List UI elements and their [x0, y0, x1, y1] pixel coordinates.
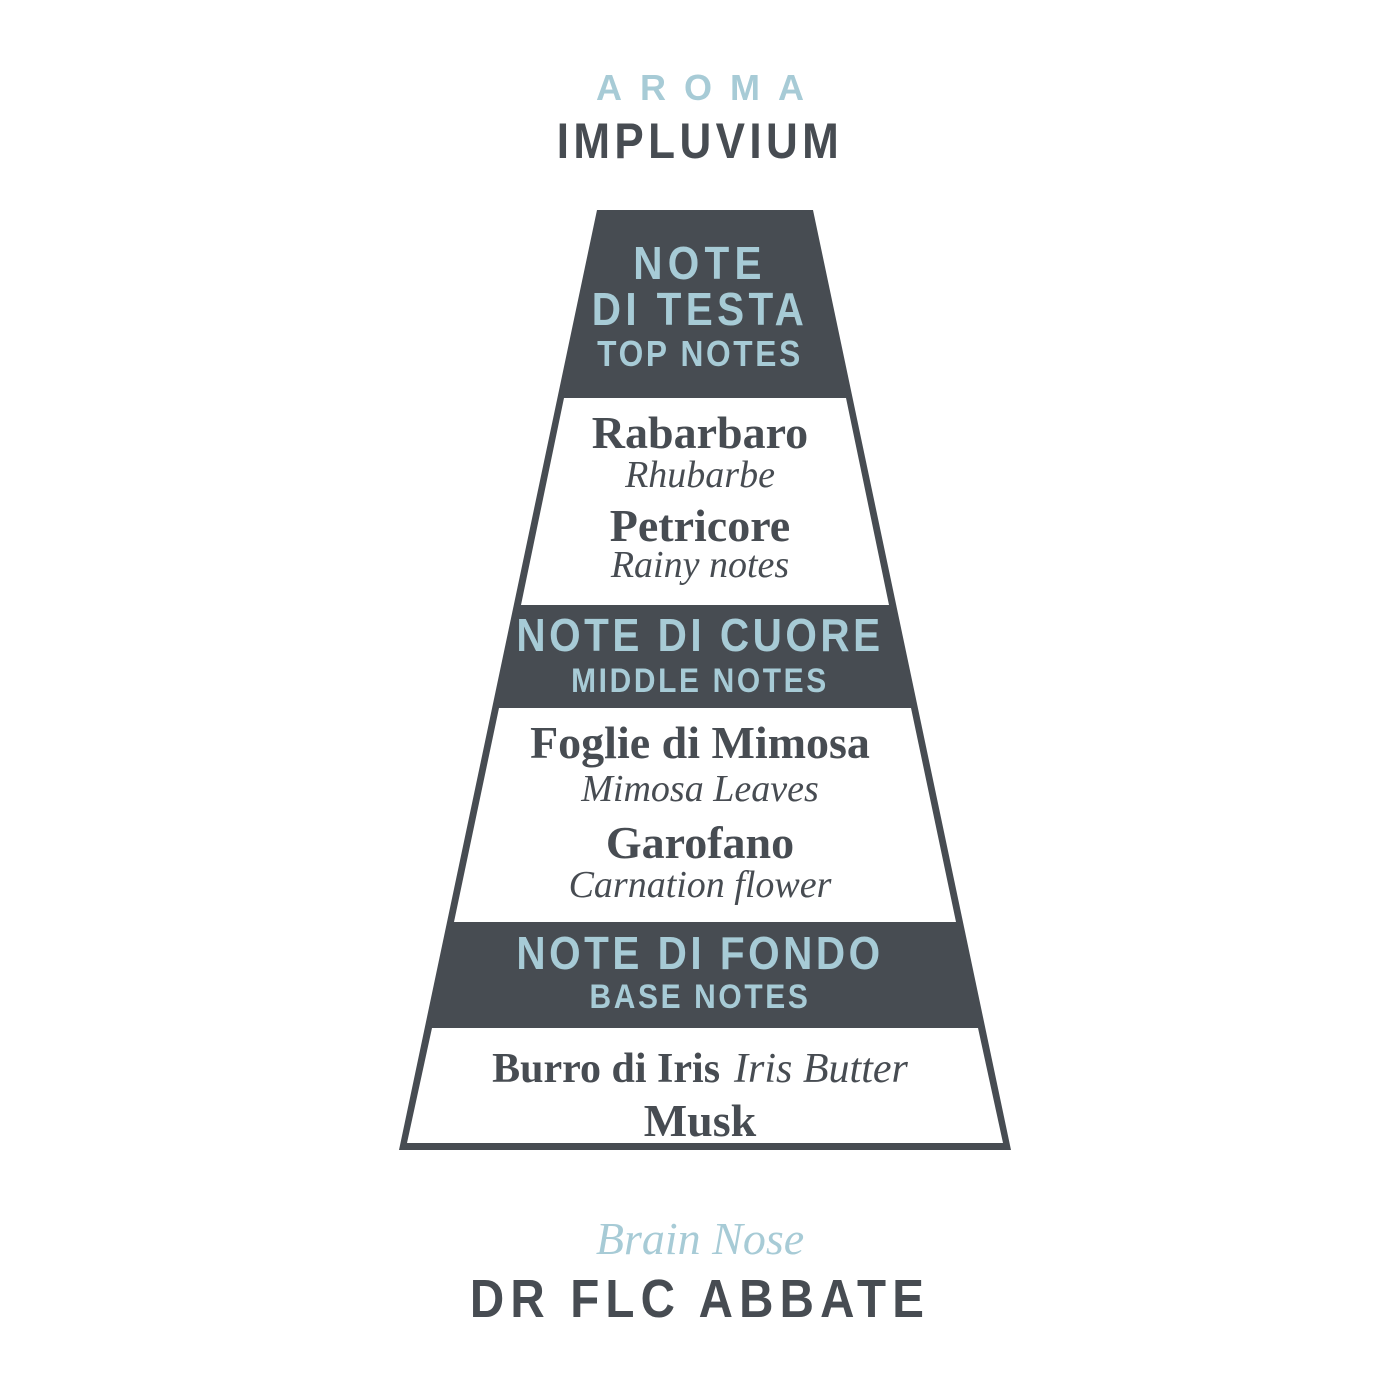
middle-notes-white-band: [454, 708, 956, 922]
top-notes-white-band: [521, 398, 889, 605]
note-translation-iris-butter: Iris Butter: [734, 1046, 908, 1092]
note-name-foglie-di-mimosa: Foglie di Mimosa: [530, 717, 870, 768]
nose-role-label: Brain Nose: [595, 1213, 805, 1264]
note-line-burro-di-iris: Burro di Iris Iris Butter: [0, 1048, 1400, 1090]
note-name-petricore: Petricore: [609, 500, 791, 551]
note-translation-rainy-notes: Rainy notes: [610, 544, 790, 586]
middle-notes-subtitle: MIDDLE NOTES: [571, 662, 829, 700]
note-name-garofano: Garofano: [605, 817, 795, 868]
note-name-rabarbaro: Rabarbaro: [591, 407, 809, 458]
middle-notes-title: NOTE DI CUORE: [516, 609, 884, 661]
top-notes-title-line2: DI TESTA: [591, 283, 809, 335]
note-translation-rhubarbe: Rhubarbe: [625, 454, 775, 496]
brand-label: AROMA: [596, 67, 822, 108]
nose-author-name: DR FLC ABBATE: [469, 1269, 931, 1329]
top-notes-subtitle: TOP NOTES: [597, 333, 803, 374]
note-translation-mimosa-leaves: Mimosa Leaves: [581, 768, 819, 810]
product-name: IMPLUVIUM: [556, 113, 844, 169]
base-notes-white-band: [407, 1028, 1003, 1143]
note-name-musk: Musk: [643, 1095, 757, 1146]
base-notes-title: NOTE DI FONDO: [516, 927, 884, 979]
base-notes-subtitle: BASE NOTES: [589, 978, 811, 1016]
note-name-burro-di-iris: Burro di Iris: [492, 1046, 721, 1092]
note-translation-carnation-flower: Carnation flower: [568, 864, 832, 906]
top-notes-title-line1: NOTE: [633, 237, 767, 289]
